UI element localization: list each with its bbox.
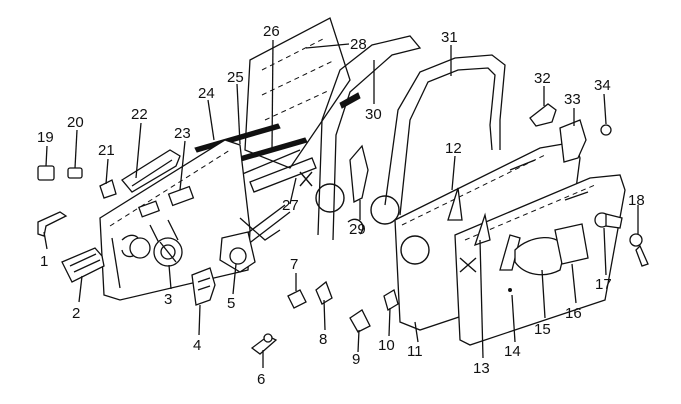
- glass-run-channel-rear: [384, 54, 506, 216]
- callout-22: 22: [131, 106, 148, 123]
- callout-23: 23: [174, 125, 191, 142]
- callout-31: 31: [441, 29, 458, 46]
- callout-27: 27: [282, 197, 299, 214]
- window-regulator: [219, 204, 291, 273]
- window-crank-handle: [153, 237, 183, 267]
- pull-handle: [121, 149, 181, 193]
- callout-30: 30: [365, 106, 382, 123]
- callout-7: 7: [290, 256, 298, 273]
- check-rod-clip: [250, 333, 278, 355]
- callout-4: 4: [193, 337, 201, 354]
- callout-21: 21: [98, 142, 115, 159]
- callout-12: 12: [445, 140, 462, 157]
- outside-mirror: [499, 223, 589, 276]
- armrest-bracket: [61, 247, 105, 283]
- door-hinges: [287, 280, 399, 333]
- leader-lines: [43, 39, 639, 368]
- callout-17: 17: [595, 276, 612, 293]
- callout-33: 33: [564, 91, 581, 108]
- door-check-parts: [529, 103, 612, 163]
- callout-34: 34: [594, 77, 611, 94]
- callout-8: 8: [319, 331, 327, 348]
- callout-18: 18: [628, 192, 645, 209]
- rear-glass: [244, 17, 351, 169]
- glass-run-channel-front: [317, 35, 422, 241]
- watermark: [299, 171, 477, 273]
- callout-11: 11: [407, 343, 423, 360]
- callout-24: 24: [198, 85, 215, 102]
- callout-3: 3: [164, 291, 172, 308]
- lock-mechanism: [191, 267, 216, 306]
- callout-1: 1: [40, 253, 48, 270]
- callout-29: 29: [349, 221, 366, 238]
- callout-9: 9: [352, 351, 360, 368]
- callout-6: 6: [257, 371, 265, 388]
- callout-5: 5: [227, 295, 235, 312]
- callout-10: 10: [378, 337, 395, 354]
- callout-32: 32: [534, 70, 551, 87]
- callout-28: 28: [350, 36, 367, 53]
- inner-trim-panel: [99, 139, 251, 301]
- callout-19: 19: [37, 129, 54, 146]
- small-fasteners-left: [37, 165, 117, 199]
- callout-2: 2: [72, 305, 80, 322]
- callout-25: 25: [227, 69, 244, 86]
- corner-brackets: [447, 187, 491, 247]
- callout-14: 14: [504, 343, 521, 360]
- callout-16: 16: [565, 305, 582, 322]
- quarter-vent-bracket: [349, 144, 369, 204]
- callout-13: 13: [473, 360, 490, 377]
- inner-door-handle: [37, 211, 68, 237]
- lock-cylinders: [594, 212, 649, 267]
- callout-26: 26: [263, 23, 280, 40]
- callout-20: 20: [67, 114, 84, 131]
- callout-15: 15: [534, 321, 551, 338]
